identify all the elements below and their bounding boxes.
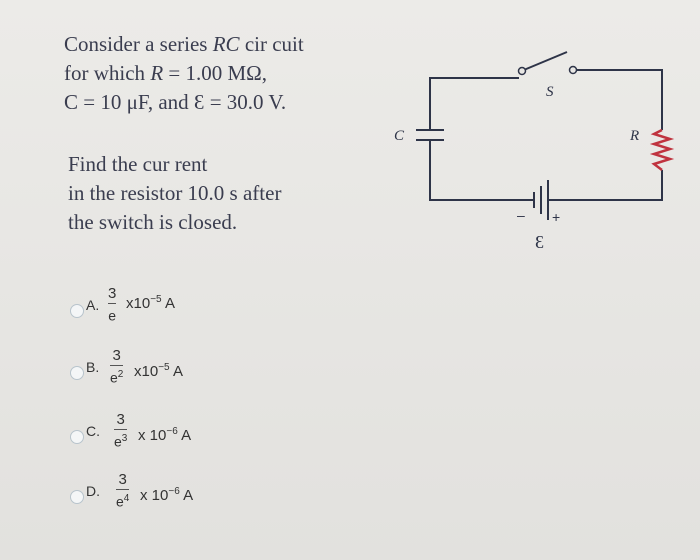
switch-label: S — [546, 84, 554, 100]
text: cir cuit — [239, 32, 304, 56]
question-line-2: in the resistor 10.0 s after — [68, 181, 282, 205]
numerator: 3 — [116, 411, 125, 428]
wire-bottom-left — [429, 140, 534, 201]
problem-line-3: C = 10 μF, and Ɛ = 30.0 V. — [64, 90, 287, 114]
fraction-bar — [116, 489, 130, 490]
choice-letter: C. — [86, 423, 100, 439]
wire-top-right — [574, 69, 663, 130]
multiplier: x10−5 A — [126, 294, 175, 312]
denominator: e — [108, 305, 116, 324]
wire-top-left — [429, 77, 519, 130]
exponent: −6 — [168, 486, 180, 497]
multiplier: x10−5 A — [134, 362, 183, 380]
den-base: e — [114, 433, 122, 450]
den-base: e — [110, 369, 118, 386]
text: for which — [64, 61, 151, 85]
fraction: 3 e3 — [114, 411, 128, 450]
numerator: 3 — [108, 285, 117, 302]
numerator: 3 — [112, 347, 121, 364]
radio-button-d[interactable] — [70, 490, 84, 504]
battery-minus-label: – — [517, 207, 525, 223]
fraction: 3 e2 — [110, 347, 124, 386]
numerator: 3 — [118, 471, 127, 488]
rc-symbol: RC — [212, 32, 240, 56]
denominator: e4 — [116, 491, 129, 510]
question-text: Find the cur rent in the resistor 10.0 s… — [68, 150, 388, 237]
radio-button-a[interactable] — [70, 304, 84, 318]
circuit-wires — [429, 51, 663, 201]
unit: A — [172, 363, 183, 380]
denominator: e2 — [110, 367, 123, 386]
unit: A — [181, 427, 192, 444]
exponent: −5 — [150, 294, 162, 305]
exponent: −6 — [166, 426, 178, 437]
problem-line-2: for which R = 1.00 MΩ, — [64, 59, 404, 88]
denominator: e3 — [114, 431, 127, 450]
choice-letter: D. — [86, 483, 100, 499]
question-line-1: Find the cur rent — [68, 152, 208, 176]
switch-arm — [518, 51, 568, 73]
fraction-bar — [110, 365, 124, 366]
problem-statement: Consider a series RC cir cuit for which … — [64, 30, 404, 117]
choice-b[interactable]: B. 3 e2 x10−5 A — [70, 348, 330, 398]
choice-a[interactable]: A. 3 e x10−5 A — [70, 286, 330, 336]
emf-label: Ɛ — [535, 232, 544, 252]
fraction-bar — [114, 429, 128, 430]
text: Consider a series — [64, 32, 213, 56]
multiplier: x 10−6 A — [138, 426, 191, 444]
multiplier: x 10−6 A — [140, 486, 193, 504]
unit: A — [183, 487, 194, 504]
den-base: e — [116, 493, 124, 510]
exponent: −5 — [158, 362, 170, 373]
switch-contact-left — [517, 66, 527, 76]
wire-bottom-right — [548, 170, 663, 201]
unit: A — [164, 295, 175, 312]
problem-line-1: Consider a series RC cir cuit — [64, 30, 404, 59]
fraction: 3 e4 — [116, 471, 130, 510]
fraction: 3 e — [108, 285, 117, 324]
rc-circuit-diagram: S C R – + Ɛ — [394, 51, 675, 252]
radio-button-b[interactable] — [70, 366, 84, 380]
fraction-bar — [108, 303, 117, 304]
choice-letter: B. — [86, 359, 100, 375]
resistor-label: R — [629, 128, 639, 144]
r-symbol: R — [150, 61, 164, 85]
den-exponent: 2 — [117, 369, 124, 380]
factor: x 10 — [140, 487, 169, 504]
den-exponent: 4 — [123, 493, 130, 504]
question-line-3: the switch is closed. — [68, 210, 238, 234]
factor: x 10 — [138, 427, 167, 444]
resistor-zigzag — [649, 128, 675, 171]
den-base: e — [108, 307, 117, 324]
radio-button-c[interactable] — [70, 430, 84, 444]
factor: x10 — [134, 363, 159, 380]
battery-plus-label: + — [552, 209, 560, 225]
choice-c[interactable]: C. 3 e3 x 10−6 A — [70, 412, 330, 462]
den-exponent: 3 — [121, 433, 128, 444]
factor: x10 — [126, 295, 151, 312]
choice-d[interactable]: D. 3 e4 x 10−6 A — [70, 472, 330, 522]
capacitor-label: C — [394, 128, 405, 144]
switch-contact-right — [568, 65, 578, 75]
text: = 1.00 MΩ, — [163, 61, 268, 85]
choice-letter: A. — [86, 297, 100, 313]
